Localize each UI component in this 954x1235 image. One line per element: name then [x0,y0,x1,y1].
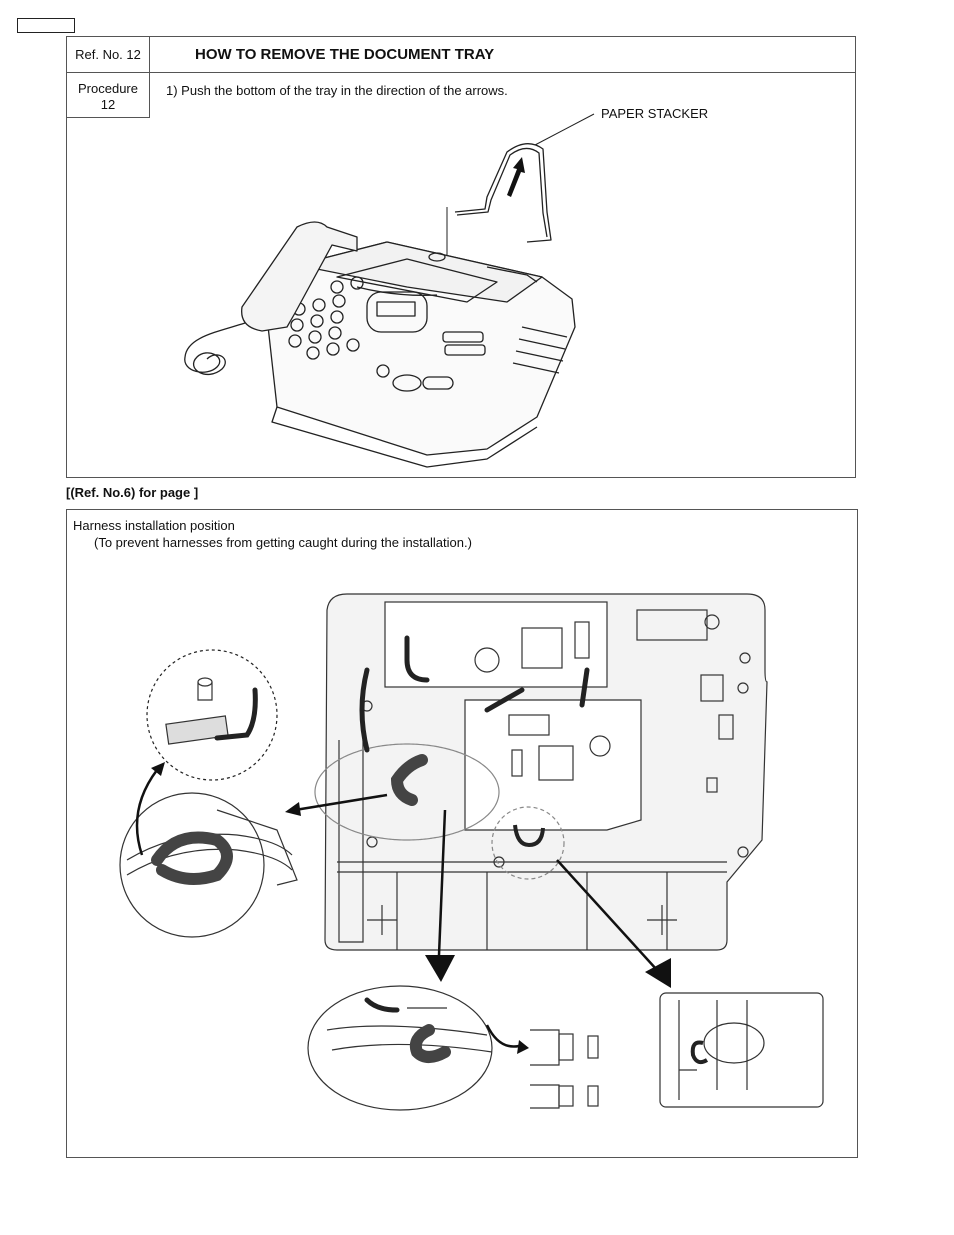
paper-stacker-wire [454,143,552,243]
harness-title: Harness installation position [73,518,235,533]
page-tag-box [17,18,75,33]
detail-circle-harness [119,792,265,938]
coiled-cord [184,322,246,375]
fax-machine-illustration: PAPER STACKER [184,106,708,468]
push-arrow-icon [507,157,525,197]
procedure-panel: Ref. No. 12 HOW TO REMOVE THE DOCUMENT T… [66,36,856,478]
arrow-to-connector [517,1040,529,1054]
arrow-down-detail [425,955,455,982]
connector-diagram [530,1029,599,1109]
highlight-circle-center [491,806,565,880]
arrow-up-detail [151,762,165,776]
procedure-number-cell: Procedure 12 [67,73,150,118]
arrow-to-left-detail [285,802,301,816]
ref-number-cell: Ref. No. 12 [67,37,150,73]
harness-note: (To prevent harnesses from getting caugh… [94,535,472,550]
upper-pcb [384,601,608,688]
detail-circle-clip [146,649,278,781]
handset [241,221,358,332]
harness-panel: Harness installation position (To preven… [66,509,858,1158]
detail-box-loop [659,992,824,1108]
paper-stacker-label: PAPER STACKER [601,106,708,121]
harness-diagram [119,593,824,1111]
procedure-label: Procedure [78,81,138,96]
procedure-title-cell: HOW TO REMOVE THE DOCUMENT TRAY [150,37,855,73]
highlight-ellipse-left [314,743,500,841]
arrow-to-right-detail [645,958,671,988]
ref-number: Ref. No. 12 [75,47,141,62]
detail-ellipse-connector [307,985,493,1111]
ref6-caption: [(Ref. No.6) for page ] [66,485,199,500]
label-leader-line [534,113,595,146]
procedure-title: HOW TO REMOVE THE DOCUMENT TRAY [195,46,495,63]
display-window [366,291,428,333]
step-1-text: 1) Push the bottom of the tray in the di… [166,83,508,98]
harness-wire-left [359,667,370,753]
procedure-number: 12 [100,97,116,112]
